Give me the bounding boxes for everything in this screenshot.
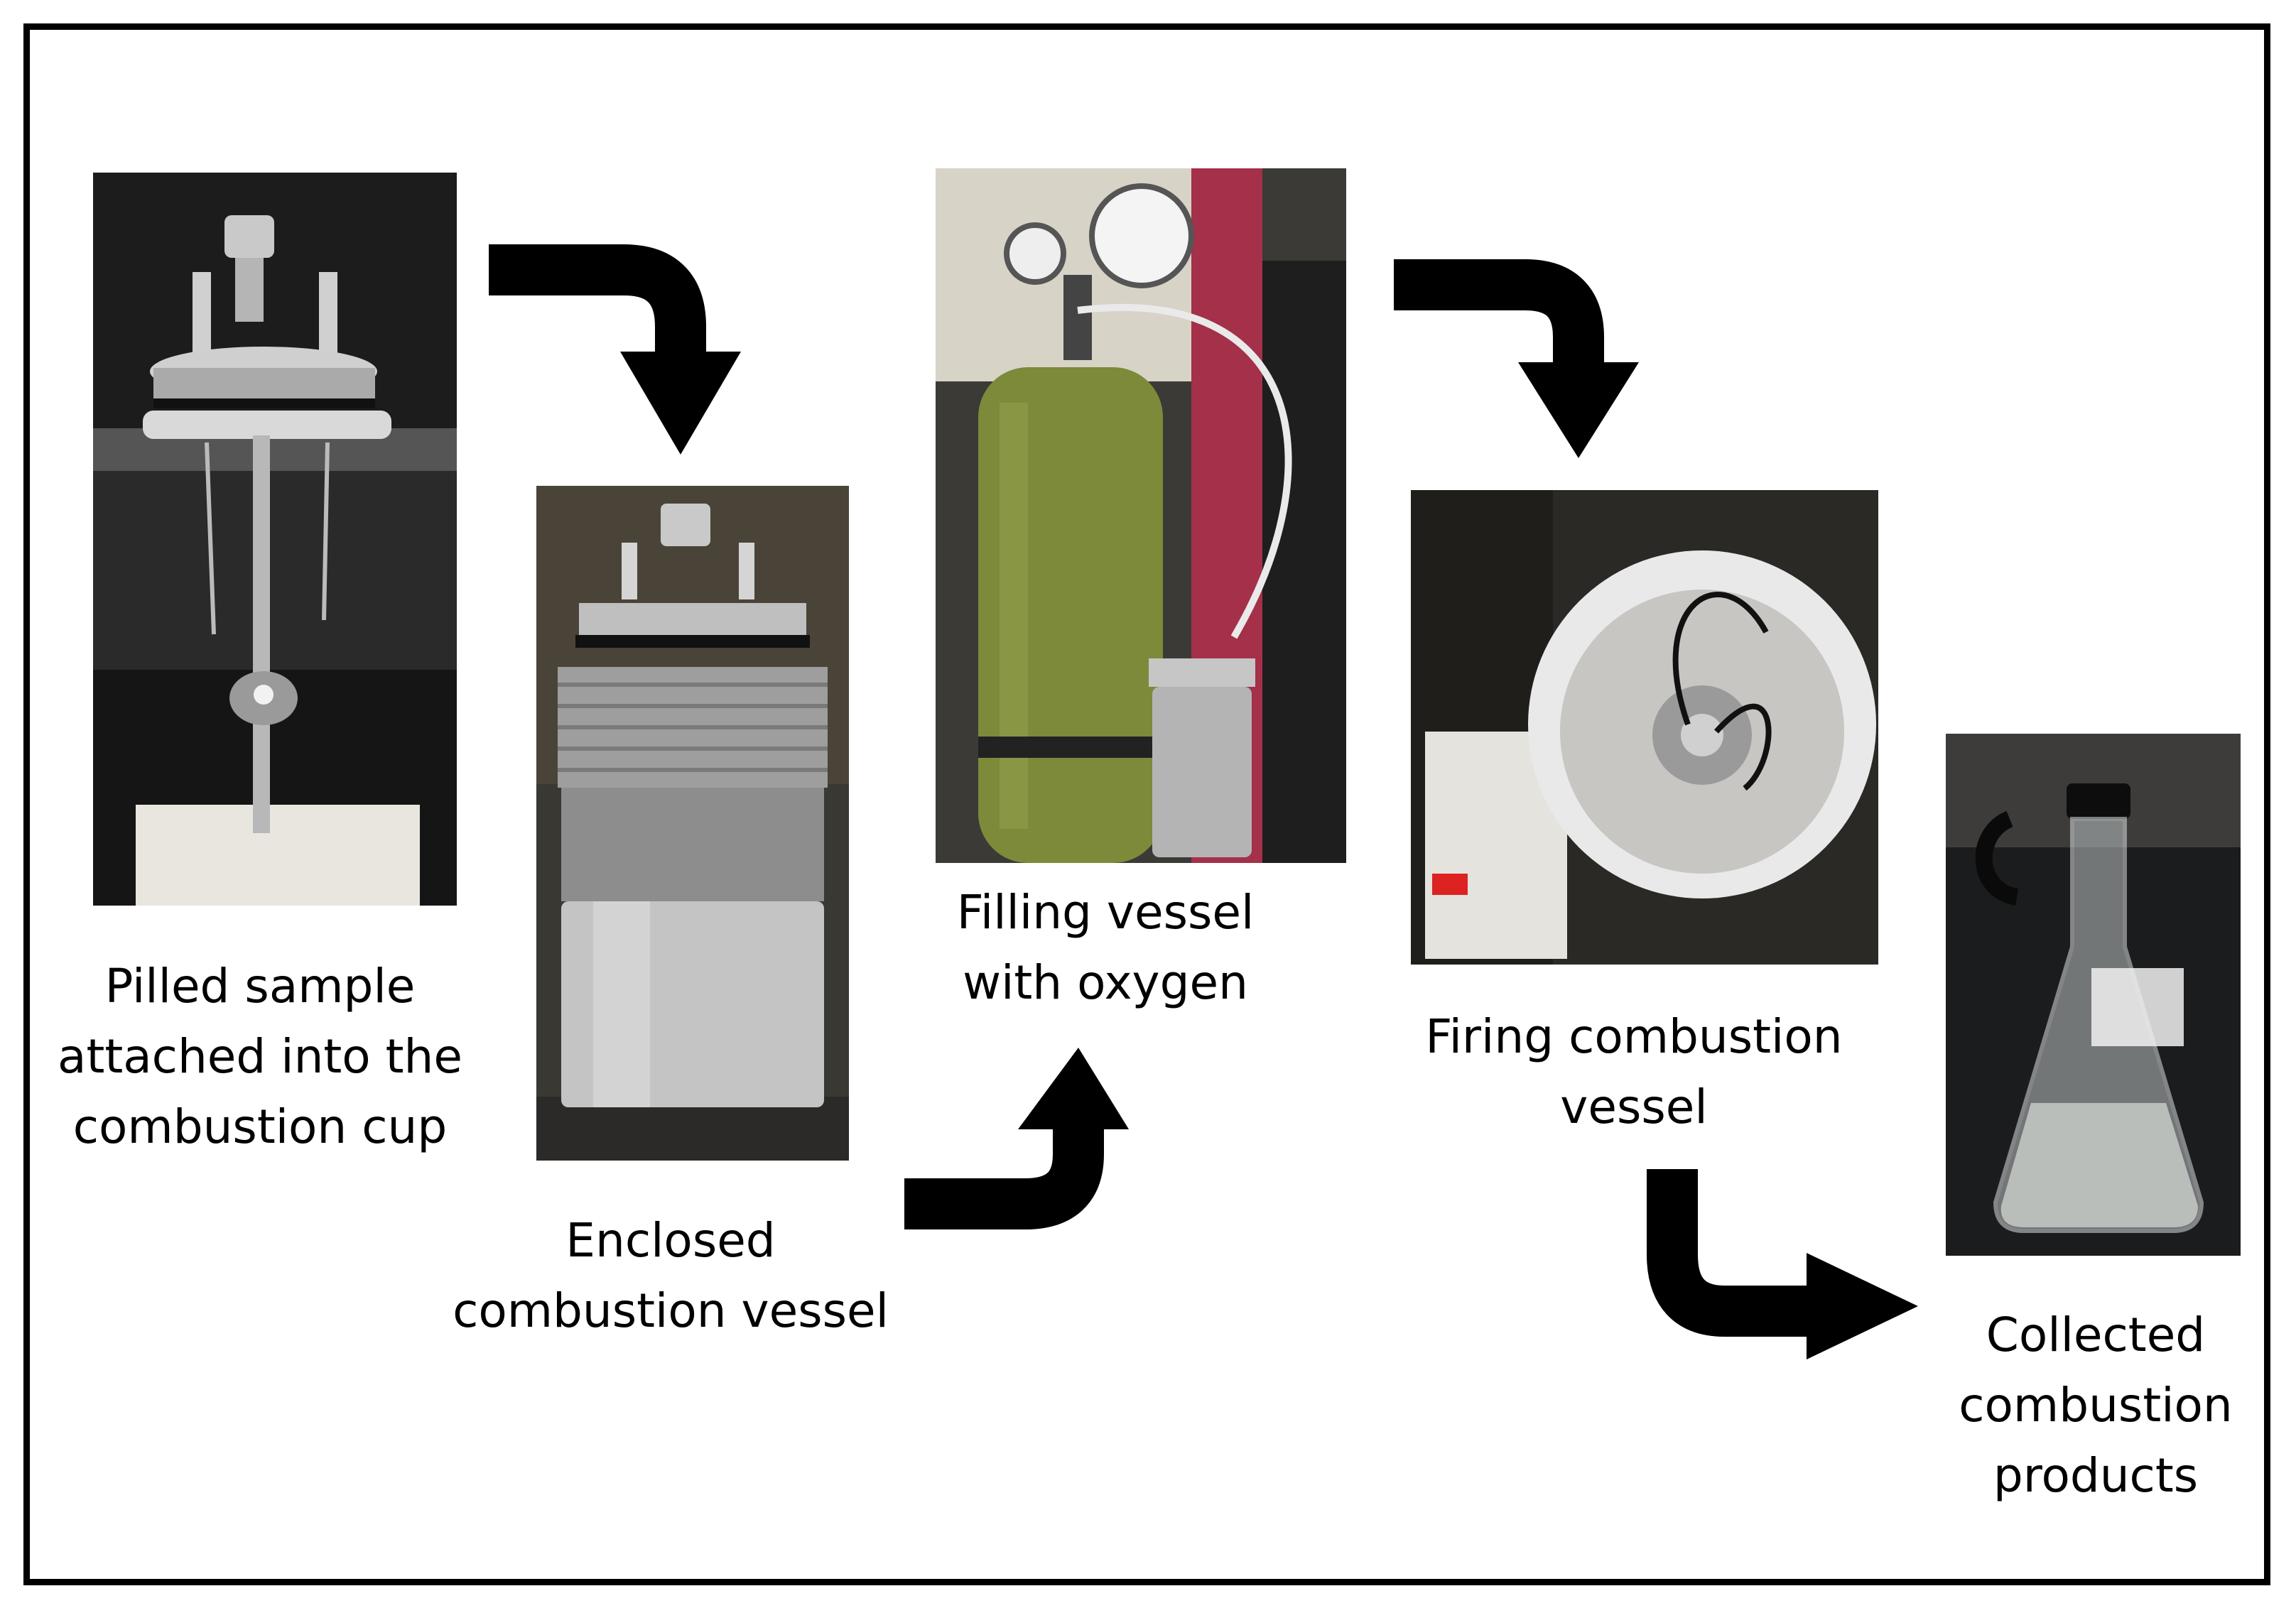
caption-step4-line2: vessel [1560,1080,1708,1134]
caption-step1: Pilled sample attached into the combusti… [47,951,473,1162]
firing-vessel-image [1411,490,1878,965]
caption-step5-line1: Collected [1986,1308,2206,1362]
collected-products-image [1946,734,2241,1256]
photo-collected-products [1946,734,2241,1256]
arrow-step2-to-step3 [904,1048,1129,1229]
caption-step1-line2: attached into the [58,1029,462,1084]
photo-oxygen-filling [936,168,1346,863]
caption-step2-line2: combustion vessel [453,1283,889,1338]
caption-step5-line2: combustion [1959,1378,2233,1433]
caption-step1-line3: combustion cup [72,1099,448,1154]
caption-step2: Enclosed combustion vessel [450,1205,891,1346]
oxygen-filling-image [936,168,1346,863]
sample-holder-image [93,173,457,906]
caption-step5-line3: products [1993,1448,2199,1503]
photo-firing-vessel [1411,490,1878,965]
caption-step5: Collected combustion products [1911,1300,2280,1511]
caption-step4-line1: Firing combustion [1425,1009,1843,1064]
arrow-step1-to-step2 [489,244,741,455]
arrow-step4-to-step5 [1647,1169,1918,1359]
caption-step3-line2: with oxygen [963,955,1248,1010]
arrow-step3-to-step4 [1394,259,1639,458]
caption-step3: Filling vessel with oxygen [921,877,1290,1018]
enclosed-vessel-image [536,486,849,1161]
caption-step1-line1: Pilled sample [104,959,416,1014]
photo-enclosed-vessel [536,486,849,1161]
caption-step3-line1: Filling vessel [956,885,1255,940]
photo-sample-holder [93,173,457,906]
caption-step2-line1: Enclosed [565,1213,776,1268]
caption-step4: Firing combustion vessel [1407,1001,1861,1142]
